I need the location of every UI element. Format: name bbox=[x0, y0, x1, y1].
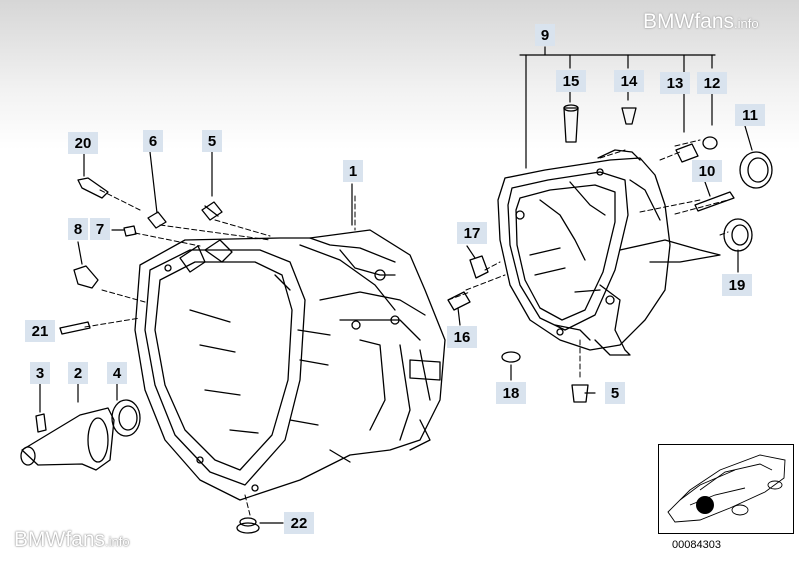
small-parts bbox=[20, 104, 773, 534]
callout-17: 17 bbox=[457, 222, 487, 244]
callout-20: 20 bbox=[68, 132, 98, 154]
callout-2: 2 bbox=[68, 362, 88, 384]
callout-21: 21 bbox=[25, 320, 55, 342]
callout-6: 6 bbox=[143, 130, 163, 152]
callout-leaders bbox=[39, 46, 753, 524]
callout-3: 3 bbox=[30, 362, 50, 384]
callout-9: 9 bbox=[535, 24, 555, 46]
watermark-suffix: .info bbox=[734, 16, 759, 31]
callout-18: 18 bbox=[496, 382, 526, 404]
watermark-suffix: .info bbox=[105, 534, 130, 549]
callout-11: 11 bbox=[735, 104, 765, 126]
callout-1: 1 bbox=[343, 160, 363, 182]
callout-4: 4 bbox=[107, 362, 127, 384]
callout-5-bottom: 5 bbox=[605, 382, 625, 404]
bell-housing bbox=[134, 229, 446, 501]
diagram-code: 00084303 bbox=[672, 539, 721, 551]
rear-housing bbox=[497, 149, 721, 356]
callout-15: 15 bbox=[556, 70, 586, 92]
callout-12: 12 bbox=[697, 72, 727, 94]
callout-10: 10 bbox=[692, 160, 722, 182]
callout-19: 19 bbox=[722, 274, 752, 296]
callout-13: 13 bbox=[660, 72, 690, 94]
watermark-brand: BMWfans bbox=[14, 528, 106, 551]
watermark-bottom: BMWfans.info bbox=[14, 528, 130, 552]
callout-14: 14 bbox=[614, 70, 644, 92]
watermark-top: BMWfans.info bbox=[643, 10, 759, 34]
location-marker-dot bbox=[696, 496, 714, 514]
callout-7: 7 bbox=[90, 218, 110, 240]
callout-22: 22 bbox=[284, 512, 314, 534]
callout-8: 8 bbox=[68, 218, 88, 240]
inset-locator-frame bbox=[658, 444, 794, 534]
watermark-brand: BMWfans bbox=[643, 10, 735, 33]
callout-5-top: 5 bbox=[202, 130, 222, 152]
callout-16: 16 bbox=[447, 326, 477, 348]
